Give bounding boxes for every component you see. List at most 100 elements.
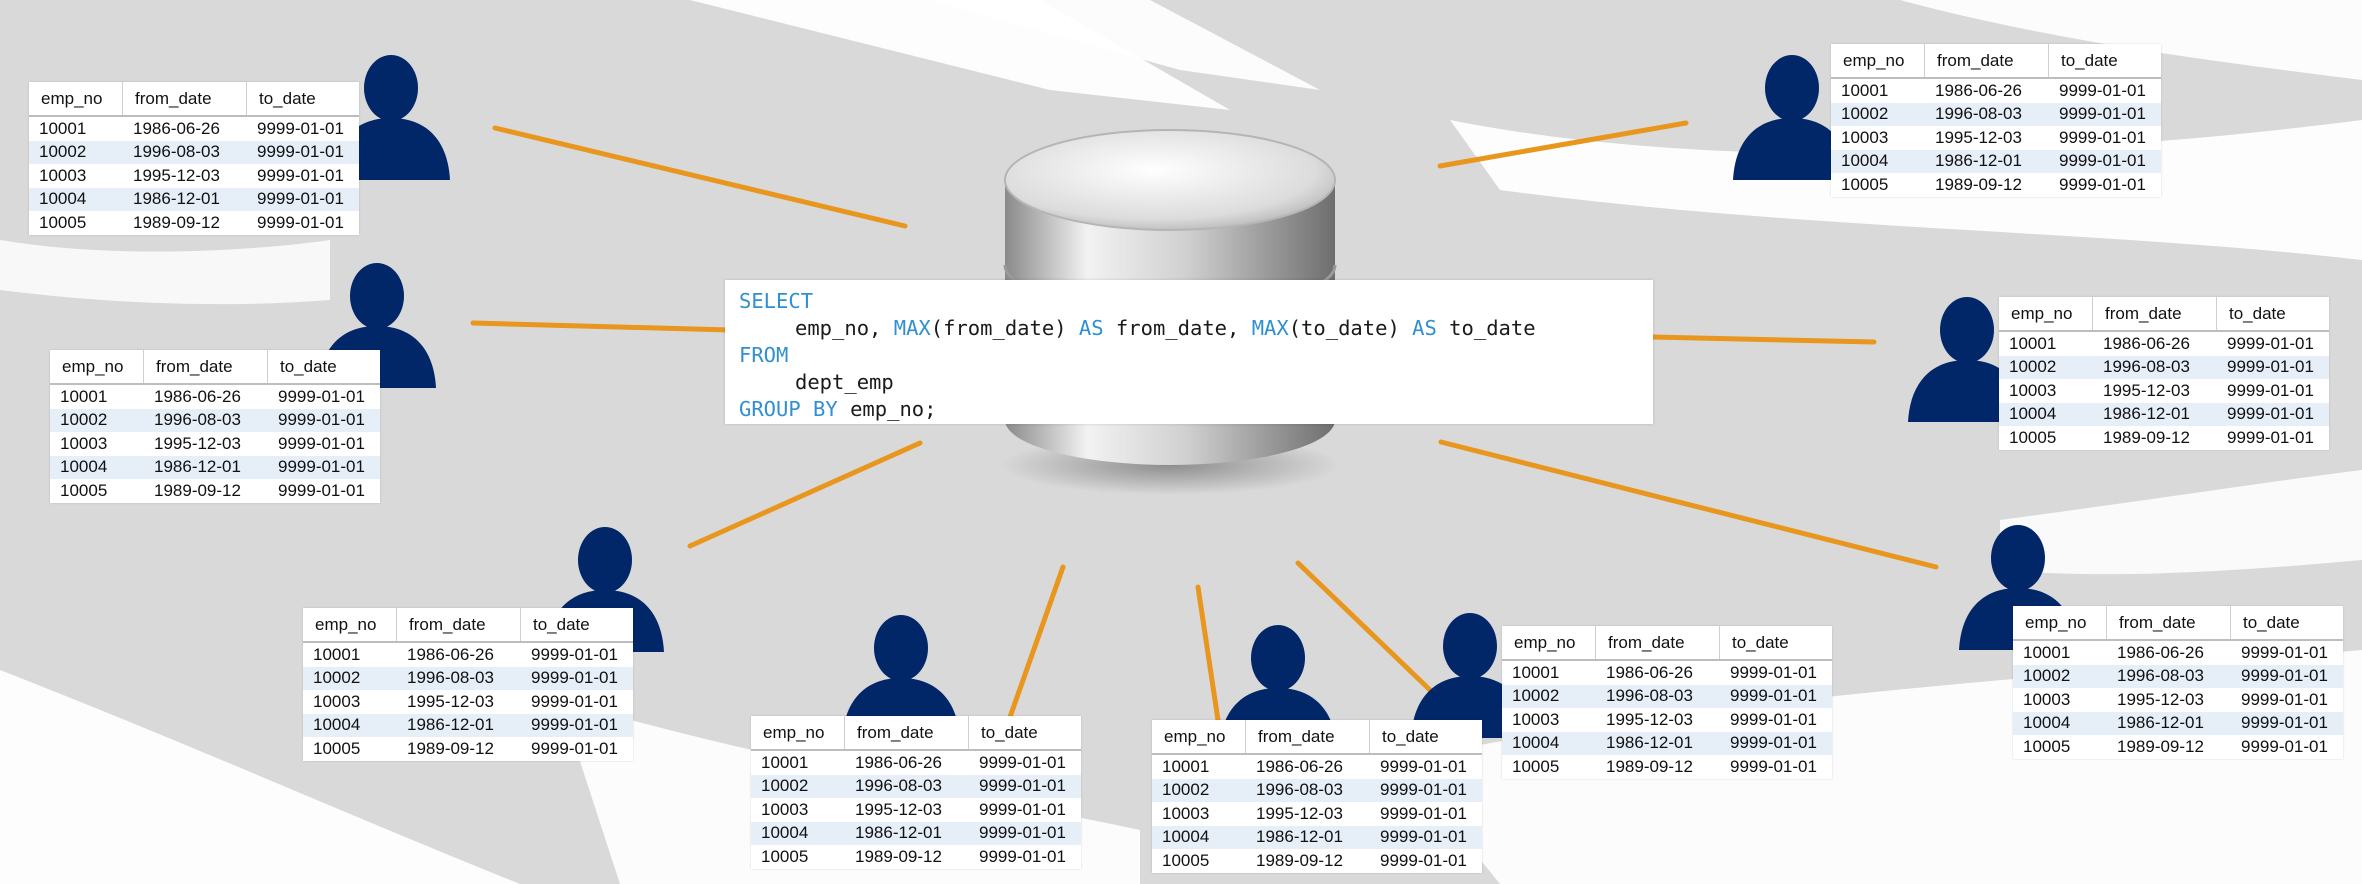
table-cell: 1986-06-26 (154, 386, 241, 406)
table-cell: 9999-01-01 (531, 738, 618, 758)
user-silhouette-icon (1902, 292, 2032, 422)
table-cell: 9999-01-01 (2059, 104, 2146, 124)
table-cell: 1995-12-03 (2103, 380, 2190, 400)
table-cell: 10001 (761, 752, 809, 772)
connector-mid-right (1649, 334, 1877, 345)
column-header: to_date (533, 614, 590, 634)
table-cell: 1996-08-03 (1606, 686, 1693, 706)
table-cell: 9999-01-01 (2227, 404, 2314, 424)
table-cell: 9999-01-01 (257, 189, 344, 209)
table-cell: 1996-08-03 (2103, 357, 2190, 377)
column-header: to_date (1382, 726, 1439, 746)
table-cell: 9999-01-01 (979, 799, 1066, 819)
sql-text: to_date (1436, 316, 1536, 340)
table-cell: 1986-06-26 (1606, 662, 1693, 682)
table-cell: 9999-01-01 (1380, 803, 1467, 823)
column-header: to_date (2243, 612, 2300, 632)
table-cell: 9999-01-01 (278, 433, 365, 453)
table-cell: 9999-01-01 (2241, 666, 2328, 686)
sql-line-2: emp_no, MAX(from_date) AS from_date, MAX… (739, 315, 1639, 342)
table-cell: 10004 (2009, 404, 2057, 424)
table-cell: 1986-06-26 (1256, 756, 1343, 776)
table-cell: 10004 (1162, 827, 1210, 847)
table-cell: 10001 (2009, 333, 2057, 353)
table-cell: 9999-01-01 (257, 212, 344, 232)
sql-text: from_date, (1103, 316, 1252, 340)
table-cell: 9999-01-01 (1730, 756, 1817, 776)
sql-keyword-from: FROM (739, 343, 789, 367)
table-cell: 10002 (1512, 686, 1560, 706)
column-header: to_date (280, 356, 337, 376)
table-cell: 9999-01-01 (1730, 686, 1817, 706)
table-cell: 10004 (761, 823, 809, 843)
table-cell: 10001 (2023, 642, 2071, 662)
table-cell: 1989-09-12 (1935, 174, 2022, 194)
table-cell: 1986-06-26 (2103, 333, 2190, 353)
table-cell: 10002 (761, 776, 809, 796)
table-cell: 10001 (1512, 662, 1560, 682)
column-header: to_date (1732, 632, 1789, 652)
column-header: emp_no (1502, 626, 1596, 659)
table-cell: 1995-12-03 (1606, 709, 1693, 729)
column-header: emp_no (29, 82, 123, 115)
column-header: from_date (845, 716, 969, 749)
connector-top-left (492, 125, 908, 229)
table-cell: 9999-01-01 (2241, 689, 2328, 709)
table-cell: 10005 (1512, 756, 1560, 776)
table-cell: 10003 (1841, 127, 1889, 147)
user-silhouette-icon (326, 50, 456, 180)
connector-bottom-b (1195, 584, 1221, 723)
table-cell: 1989-09-12 (407, 738, 494, 758)
table-cell: 9999-01-01 (2241, 736, 2328, 756)
column-header: to_date (259, 88, 316, 108)
table-cell: 9999-01-01 (979, 823, 1066, 843)
table-cell: 10001 (60, 386, 108, 406)
sql-line-5: GROUP BY emp_no; (739, 396, 1639, 423)
sql-text: emp_no; (837, 397, 937, 421)
table-cell: 10001 (313, 644, 361, 664)
user-silhouette-icon (1727, 50, 1857, 180)
table-cell: 9999-01-01 (257, 118, 344, 138)
table-cell: 10002 (2023, 666, 2071, 686)
table-cell: 9999-01-01 (979, 776, 1066, 796)
table-cell: 10001 (1162, 756, 1210, 776)
sql-keyword-max: MAX (893, 316, 931, 340)
table-cell: 9999-01-01 (2059, 80, 2146, 100)
table-cell: 9999-01-01 (278, 386, 365, 406)
table-cell: 10003 (1512, 709, 1560, 729)
table-cell: 9999-01-01 (531, 644, 618, 664)
table-cell: 10003 (761, 799, 809, 819)
column-header: from_date (1925, 44, 2049, 77)
table-cell: 1989-09-12 (154, 480, 241, 500)
column-header: emp_no (303, 608, 397, 641)
table-cell: 9999-01-01 (2227, 357, 2314, 377)
table-cell: 10004 (1512, 733, 1560, 753)
table-cell: 9999-01-01 (278, 457, 365, 477)
table-cell: 9999-01-01 (1380, 850, 1467, 870)
table-cell: 1996-08-03 (855, 776, 942, 796)
table-row: 10001 1986-06-26 9999-01-01 (50, 385, 380, 409)
